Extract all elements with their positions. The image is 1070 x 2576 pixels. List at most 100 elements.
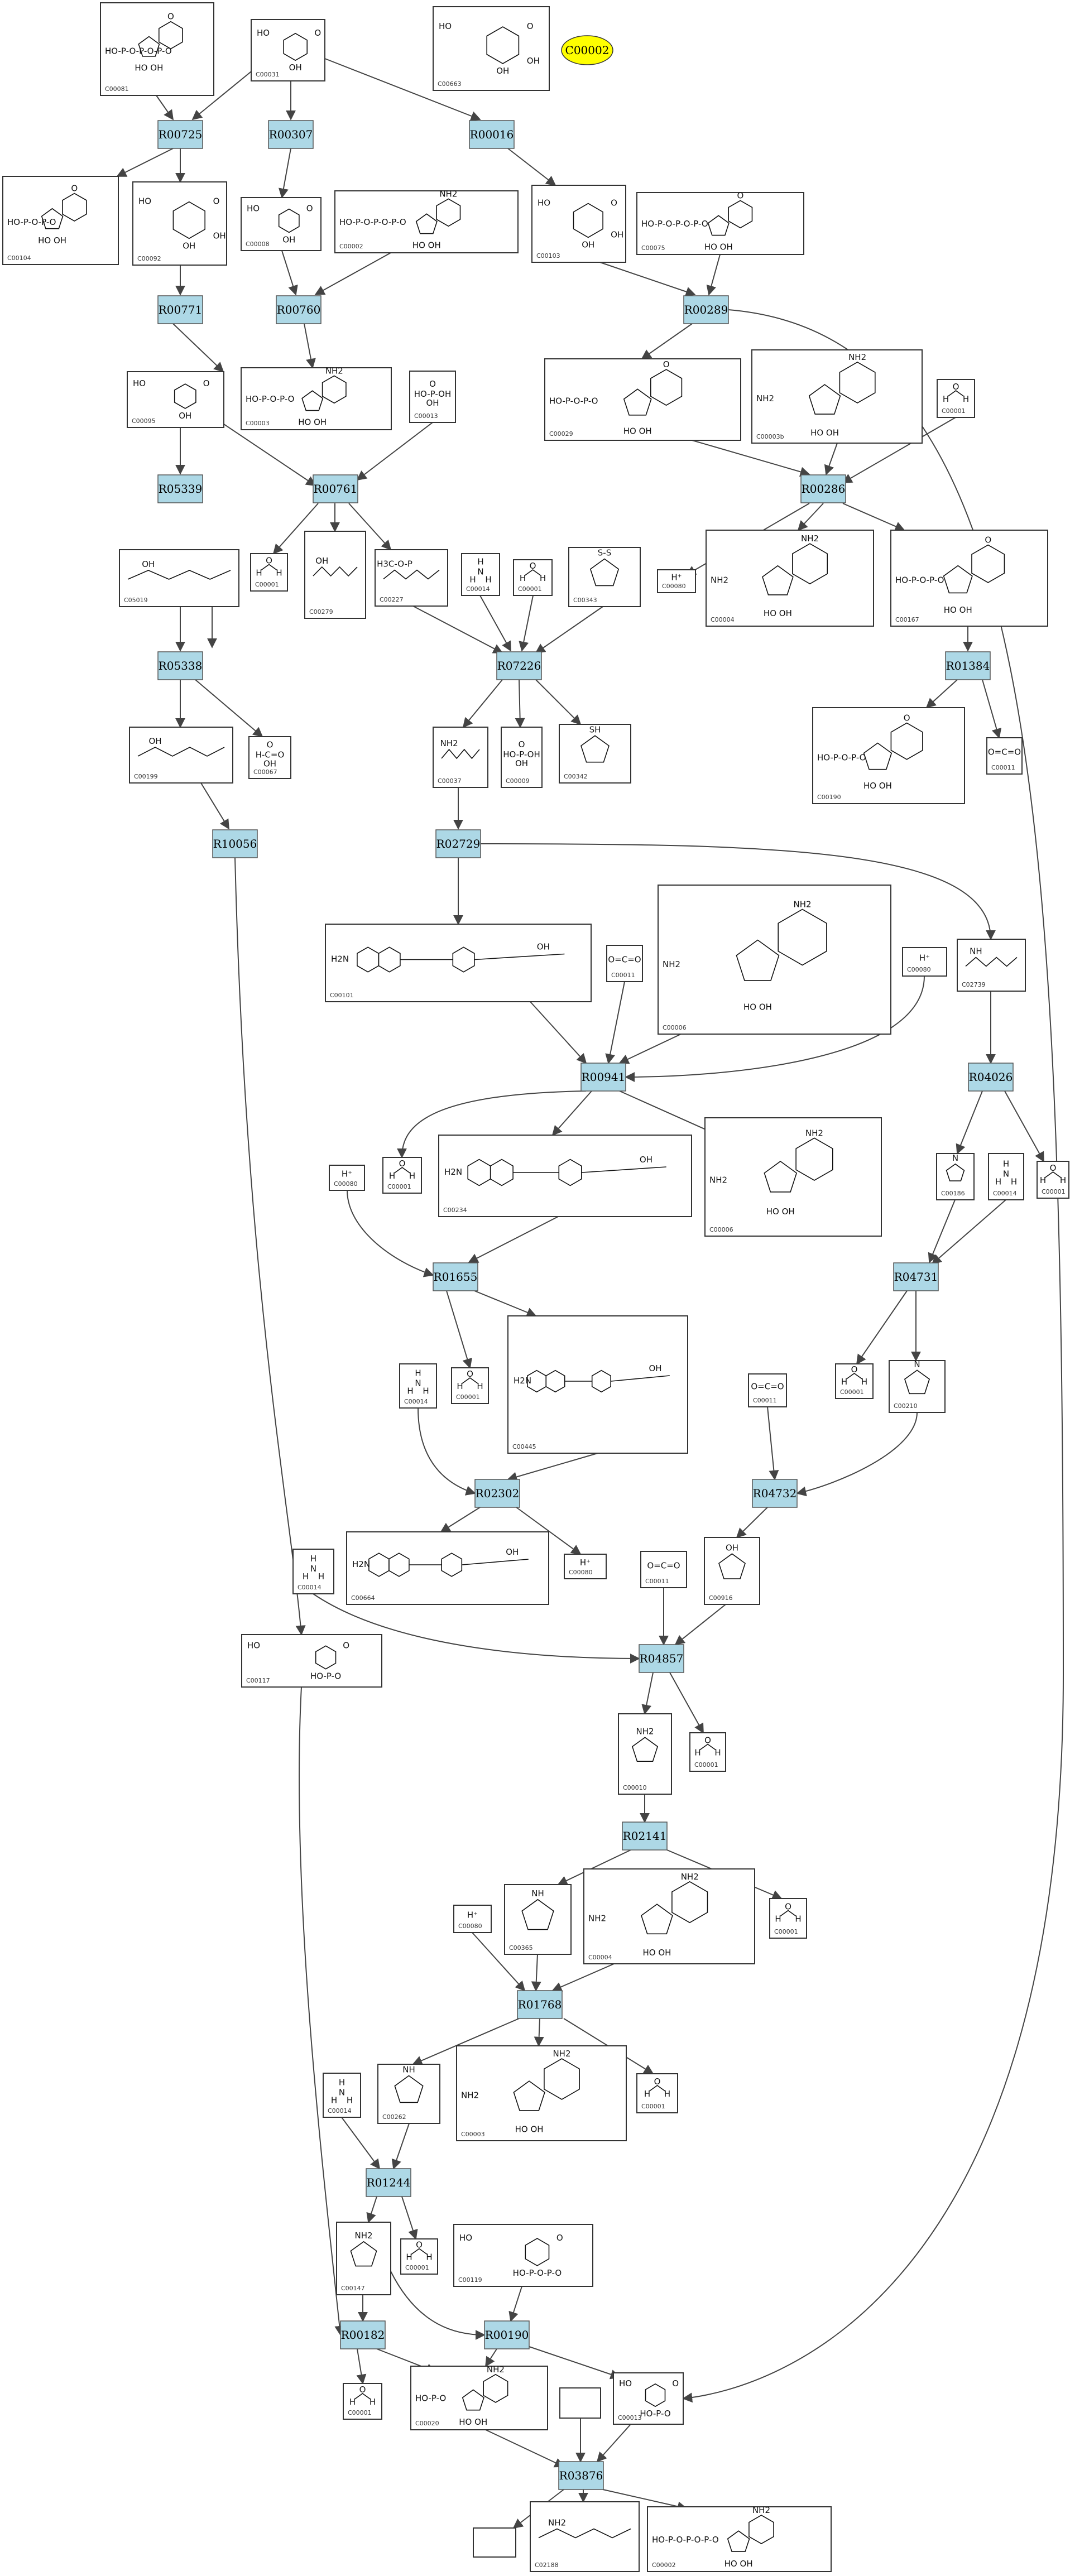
reaction-node-r05338[interactable]: R05338 <box>157 651 203 680</box>
compound-box[interactable] <box>438 1135 692 1217</box>
compound-box[interactable] <box>100 2 214 96</box>
reaction-box[interactable] <box>683 295 729 324</box>
reaction-node-r00190[interactable]: R00190 <box>484 2320 530 2349</box>
reaction-node-r00289[interactable]: R00289 <box>683 295 729 324</box>
reaction-box[interactable] <box>157 474 203 503</box>
reaction-node-r04731[interactable]: R04731 <box>893 1262 939 1291</box>
reaction-box[interactable] <box>469 120 515 149</box>
compound-box[interactable] <box>706 530 874 627</box>
compound-box[interactable] <box>658 885 891 1035</box>
compound-box[interactable] <box>769 1898 807 1939</box>
compound-box[interactable] <box>504 1884 572 1955</box>
reaction-box[interactable] <box>484 2320 530 2349</box>
compound-box[interactable] <box>530 2501 640 2572</box>
reaction-box[interactable] <box>157 651 203 680</box>
compound-box[interactable] <box>323 2073 361 2118</box>
reaction-node-r10056[interactable]: R10056 <box>212 829 258 858</box>
compound-node-c00080[interactable]: H⁺C00080 <box>902 947 947 977</box>
reaction-node-r04857[interactable]: R04857 <box>639 1644 684 1673</box>
reaction-node-r00307[interactable]: R00307 <box>268 120 314 149</box>
compound-box[interactable] <box>618 1713 672 1795</box>
compound-box[interactable] <box>531 185 626 263</box>
reaction-node-r01384[interactable]: R01384 <box>945 651 991 680</box>
reaction-node-r00725[interactable]: R00725 <box>157 120 203 149</box>
reaction-box[interactable] <box>276 295 322 324</box>
compound-box[interactable] <box>647 2506 832 2572</box>
compound-box[interactable] <box>346 1531 549 1605</box>
reaction-box[interactable] <box>558 2461 604 2490</box>
reaction-node-r00016[interactable]: R00016 <box>469 120 515 149</box>
compound-box[interactable] <box>409 371 456 423</box>
compound-box[interactable] <box>1037 1161 1069 1199</box>
reaction-node-r00286[interactable]: R00286 <box>800 474 846 503</box>
compound-box[interactable] <box>251 19 325 81</box>
reaction-box[interactable] <box>474 1479 520 1508</box>
compound-node-empty[interactable] <box>473 2527 516 2558</box>
compound-box[interactable] <box>433 6 550 91</box>
reaction-node-r02302[interactable]: R02302 <box>474 1479 520 1508</box>
reaction-box[interactable] <box>580 1063 626 1092</box>
reaction-box[interactable] <box>433 1262 478 1291</box>
compound-box[interactable] <box>957 939 1026 992</box>
compound-box[interactable] <box>127 371 224 428</box>
compound-box[interactable] <box>325 924 592 1002</box>
compound-node-c00080[interactable]: H⁺C00080 <box>564 1554 607 1579</box>
reaction-box[interactable] <box>340 2320 386 2349</box>
compound-box[interactable] <box>704 1537 760 1605</box>
reaction-node-r04732[interactable]: R04732 <box>752 1479 798 1508</box>
compound-box[interactable] <box>329 1165 365 1191</box>
reaction-node-r01244[interactable]: R01244 <box>366 2168 411 2197</box>
compound-box[interactable] <box>129 727 233 784</box>
compound-box[interactable] <box>456 2045 627 2141</box>
reaction-box[interactable] <box>893 1262 939 1291</box>
compound-box[interactable] <box>2 176 119 265</box>
reaction-node-r02729[interactable]: R02729 <box>435 829 481 858</box>
reaction-node-r00182[interactable]: R00182 <box>340 2320 386 2349</box>
compound-box[interactable] <box>334 190 519 253</box>
compound-box[interactable] <box>400 2238 438 2275</box>
compound-box[interactable] <box>890 530 1048 627</box>
compound-box[interactable] <box>544 358 741 441</box>
compound-node-c00080[interactable]: H⁺C00080 <box>329 1165 365 1191</box>
compound-box[interactable] <box>241 367 392 430</box>
compound-box[interactable] <box>507 1315 688 1454</box>
reaction-box[interactable] <box>366 2168 411 2197</box>
reaction-box[interactable] <box>435 829 481 858</box>
compound-box[interactable] <box>636 2073 678 2113</box>
compound-box[interactable] <box>835 1363 874 1399</box>
